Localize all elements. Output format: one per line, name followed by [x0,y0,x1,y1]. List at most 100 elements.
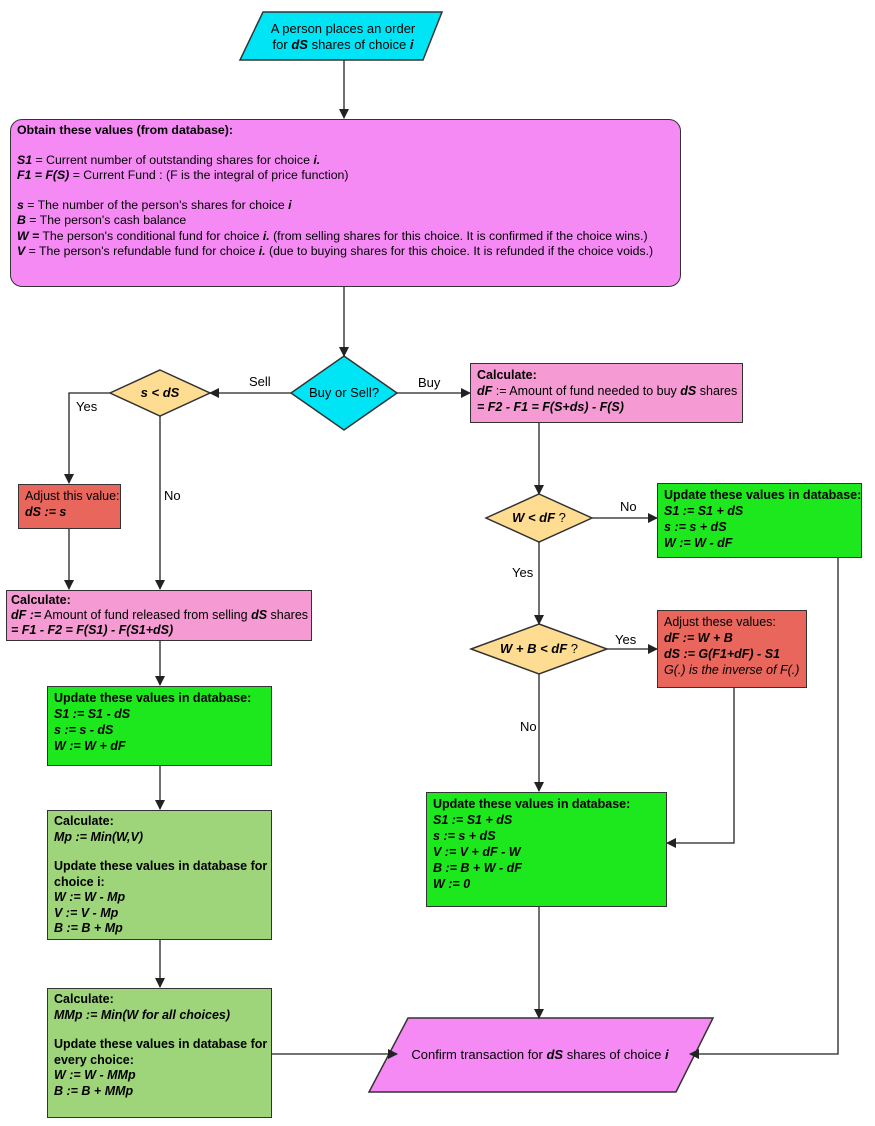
update-buy2-box-line: B := B + W - dF [433,860,660,876]
calc-mp-box-line [54,845,265,859]
calc-buy-box: Calculate: dF := Amount of fund needed to… [470,363,743,423]
calc-sell-box-line: Calculate: [11,593,307,608]
update-buy1-box: Update these values in database: S1 := S1… [657,483,862,558]
obtain-values-box-line: S1 = Current number of outstanding share… [17,153,674,169]
connector-yes-to-adjust [64,392,110,484]
update-sell-box-line-seg: W := W + dF [54,739,126,753]
label-yes-wb-lt-df: Yes [615,632,637,647]
obtain-values-box-line-seg: S1 [17,152,33,167]
obtain-values-box-line: W = The person's conditional fund for ch… [17,229,674,245]
buy-or-sell-text: Buy or Sell? [308,385,380,400]
calc-mmp-box-line: Update these values in database for [54,1037,268,1053]
update-buy1-box-line-seg: S1 := S1 + dS [664,504,744,518]
calc-mmp-box-line-seg: Calculate: [54,992,114,1006]
update-buy1-box-line-seg: W := W - dF [664,536,733,550]
calc-sell-box-line-seg: = F1 - F2 = F(S1) - F(S1+dS) [11,623,174,637]
obtain-values-box-line-seg: (due to buying shares for this choice. I… [265,244,654,258]
wb-lt-df-text-seg: ? [567,641,578,656]
calc-mp-box-line: B := B + Mp [54,921,265,937]
buy-or-sell-diamond [289,355,399,431]
start-parallelogram [238,11,444,61]
adjust-ds-box: Adjust this value:dS := s [18,484,121,529]
obtain-values-box-line-seg: B [17,213,26,227]
s-lt-ds-text: s < dS [110,385,210,401]
obtain-values-box-line-seg: s [17,197,24,212]
wb-lt-df-text: W + B < dF ? [471,641,607,657]
update-sell-box-line-seg: s := s - dS [54,723,114,737]
calc-mmp-box-line: MMp := Min(W for all choices) [54,1008,265,1024]
start-line-2-seg: for [272,37,292,52]
confirm-text: Confirm transaction for dS shares of cho… [380,1047,700,1063]
calc-mmp-box-line-seg: B := B + MMp [54,1083,134,1098]
update-buy2-box-line-seg: Update these values in database: [433,797,631,811]
update-sell-box-line-seg: Update these values in database: [54,691,252,705]
update-buy2-box: Update these values in database:S1 := S1… [426,792,667,907]
obtain-values-box-line-seg: = The person's cash balance [25,213,187,227]
label-no-s-lt-ds: No [164,488,181,503]
obtain-values-box-line [17,184,674,198]
adjust-ds-box-line: Adjust this value: [25,488,120,504]
confirm-text-seg: dS [546,1047,564,1062]
update-sell-box-line-seg: S1 := S1 - dS [54,707,131,721]
start-line-2: for dS shares of choice i [258,37,428,53]
confirm-text-seg: shares of choice [563,1047,665,1062]
calc-sell-box-line-seg: Calculate: [11,593,71,607]
calc-mmp-box-line: every choice: [54,1053,265,1069]
adjust-buy-box-line-seg: G(.) is the inverse of F(.) [664,663,800,677]
calc-sell-box-line-seg: dF := [11,608,42,622]
adjust-ds-box-line-seg: Adjust this value: [25,489,120,503]
calc-buy-box-line-seg: dF [477,384,493,398]
label-no-w-lt-df: No [620,499,637,514]
calc-buy-box-line-seg: := Amount of fund needed to buy [492,384,681,398]
adjust-buy-box-line-seg: dS := G(F1+dF) - S1 [664,647,780,661]
calc-buy-box-line-seg: dS [680,384,697,398]
update-buy2-box-line: S1 := S1 + dS [433,812,660,828]
update-buy2-box-line-seg: B := B + W - dF [433,861,522,875]
calc-mp-box-line-seg: V := V - Mp [54,905,119,920]
adjust-buy-box-line: Adjust these values: [664,614,800,630]
calc-mmp-box-line [54,1023,265,1037]
calc-mp-box-line: Mp := Min(W,V) [54,830,265,846]
update-buy2-box-line-seg: s := s + dS [433,829,496,843]
calc-mp-box-line-seg: B := B + Mp [54,921,123,935]
confirm-text-seg: i [665,1047,669,1062]
calc-mp-box-line: Calculate: [54,814,265,830]
calc-mmp-box-line: W := W - MMp [54,1068,265,1084]
update-buy2-box-line: W := 0 [433,876,660,892]
obtain-values-box-line: Obtain these values (from database): [17,123,674,139]
label-no-wb-lt-df: No [520,719,537,734]
calc-mmp-box-line-seg: MMp := Min(W for all choices) [54,1007,231,1022]
calc-mmp-box: Calculate:MMp := Min(W for all choices) U… [47,988,272,1118]
calc-mmp-box-line-seg: Update these values in database for [54,1037,268,1051]
obtain-values-box-line: V = The person's refundable fund for cho… [17,244,674,260]
obtain-values-box-line-seg: i. [313,152,321,167]
update-buy1-box-line-seg: Update these values in database: [664,488,862,502]
calc-buy-box-line-seg: Calculate: [477,368,537,382]
label-yes-w-lt-df: Yes [512,565,534,580]
calc-mp-box-line: Update these values in database for [54,859,267,875]
update-buy1-box-line: Update these values in database: [664,487,861,503]
obtain-values-box-line-seg: V [17,244,26,258]
obtain-values-box-line: s = The number of the person's shares fo… [17,198,674,214]
confirm-text-seg: Confirm transaction for [411,1047,547,1062]
obtain-values-box-line-seg: i. [258,244,266,258]
update-buy1-box-line: S1 := S1 + dS [664,503,855,519]
obtain-values-box-line [17,139,674,153]
update-sell-box-line: Update these values in database: [54,690,265,706]
start-text: A person places an order for dS shares o… [258,21,428,53]
label-buy: Buy [418,375,441,390]
w-lt-df-text: W < dF ? [486,510,592,526]
update-buy1-box-line: s := s + dS [664,519,855,535]
w-lt-df-text-seg: ? [555,510,566,525]
obtain-values-box-line-seg: i. [262,228,270,243]
update-sell-box: Update these values in database: S1 := S1… [47,686,272,766]
update-buy2-box-line-seg: V := V + dF - W [433,845,521,859]
calc-mp-box-line-seg: Mp := Min(W,V) [54,829,143,844]
start-line-2-seg: dS [291,37,308,52]
label-yes-s-lt-ds: Yes [76,399,98,414]
update-sell-box-line: S1 := S1 - dS [54,706,265,722]
update-buy1-box-line-seg: s := s + dS [664,520,727,534]
calc-mp-box-line: W := W - Mp [54,890,265,906]
